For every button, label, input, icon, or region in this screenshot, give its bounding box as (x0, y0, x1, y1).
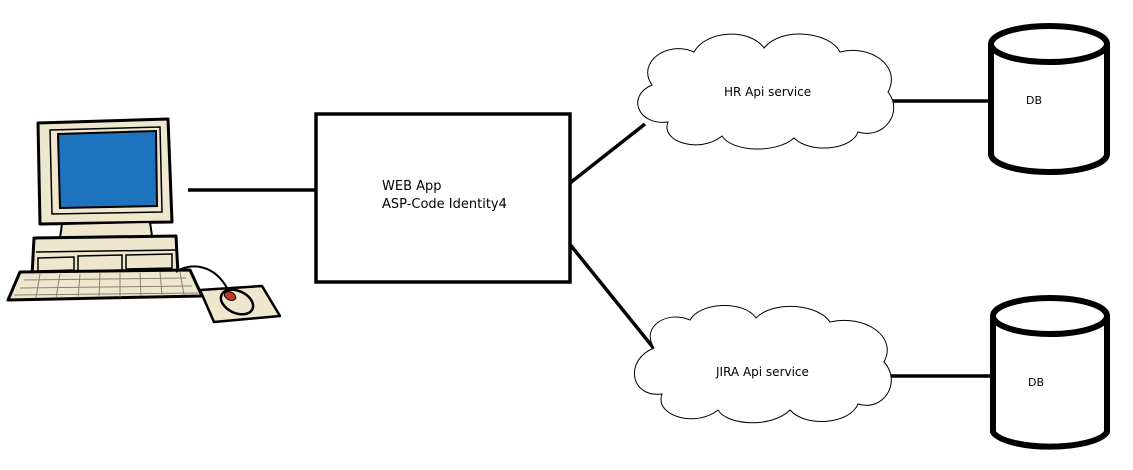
webapp-box (314, 112, 572, 284)
hr-db-label: DB (1026, 94, 1042, 107)
jira-database-node: DB (990, 295, 1110, 450)
hr-api-service-node: HR Api service (637, 33, 895, 150)
connectors (188, 99, 990, 378)
client-computer-icon (6, 117, 282, 324)
connector-webapp-jira (566, 240, 662, 358)
webapp-node: WEB App ASP-Code Identity4 (314, 112, 572, 284)
webapp-label-line1: WEB App (382, 179, 442, 194)
cloud-icon (633, 305, 892, 424)
connector-webapp-hr (568, 122, 647, 185)
database-icon (990, 316, 1110, 450)
database-icon (988, 44, 1110, 175)
jira-api-service-node: JIRA Api service (633, 305, 892, 424)
hr-api-service-label: HR Api service (724, 85, 811, 99)
jira-api-service-label: JIRA Api service (715, 365, 809, 379)
jira-db-label: DB (1028, 376, 1044, 389)
hr-database-node: DB (988, 23, 1110, 175)
cloud-icon (637, 33, 895, 150)
webapp-label-line2: ASP-Code Identity4 (382, 197, 507, 212)
